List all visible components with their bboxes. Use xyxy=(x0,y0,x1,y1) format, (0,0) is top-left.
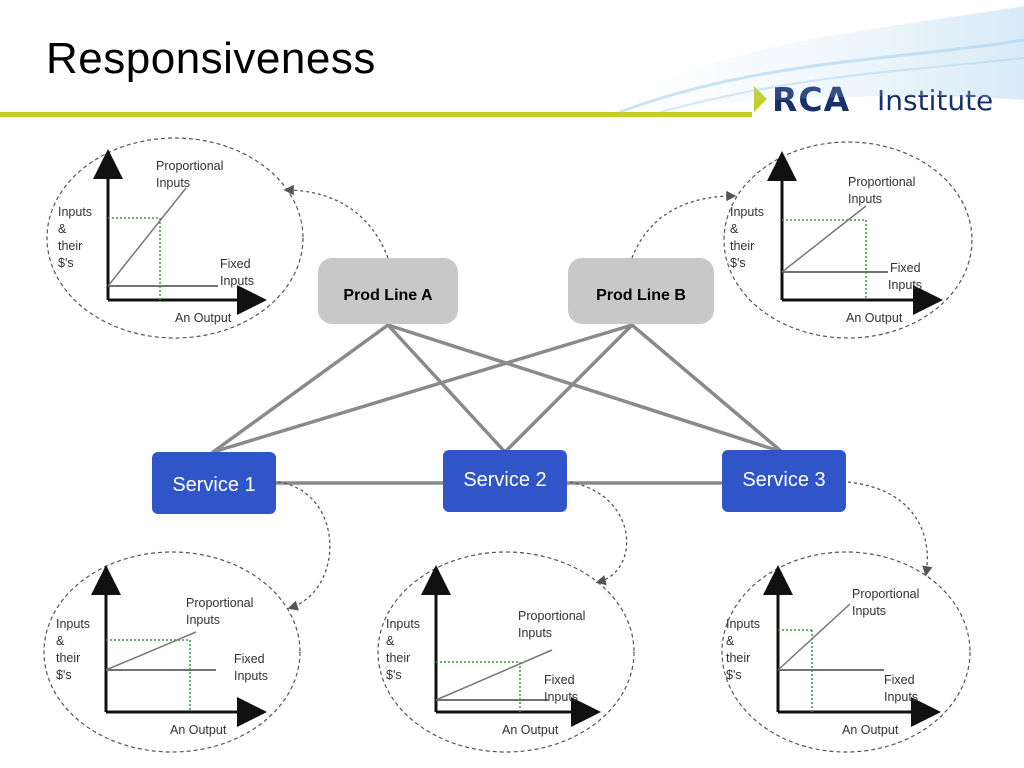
link-a-s3 xyxy=(386,323,784,454)
service-1: Service 1 xyxy=(152,452,276,514)
x-axis-label: An Output xyxy=(842,723,899,737)
y-axis-label-3: their xyxy=(386,651,410,665)
proportional-label-2: Inputs xyxy=(852,604,886,618)
y-axis-label-1: Inputs xyxy=(56,617,90,631)
callout-arrows xyxy=(277,184,933,611)
y-axis-label-2: & xyxy=(386,634,395,648)
title-underline xyxy=(0,112,752,117)
fixed-label-2: Inputs xyxy=(884,690,918,704)
y-axis-label-4: $'s xyxy=(58,256,74,270)
x-axis-label: An Output xyxy=(175,311,232,325)
y-axis-label-3: their xyxy=(730,239,754,253)
y-axis-label-2: & xyxy=(56,634,65,648)
y-axis-label-4: $'s xyxy=(730,256,746,270)
y-axis-label-2: & xyxy=(730,222,739,236)
arrow-prod-a xyxy=(283,184,389,259)
y-axis-label-4: $'s xyxy=(56,668,72,682)
service-2: Service 2 xyxy=(443,450,567,512)
fixed-label-2: Inputs xyxy=(888,278,922,292)
arrow-service-3 xyxy=(847,481,933,577)
proportional-label-2: Inputs xyxy=(156,176,190,190)
fixed-label-1: Fixed xyxy=(544,673,575,687)
link-b-s3 xyxy=(630,323,784,454)
cost-graph-bottom-middle: Inputs & their $'s Proportional Inputs F… xyxy=(377,551,635,753)
fixed-label-1: Fixed xyxy=(884,673,915,687)
fixed-label-1: Fixed xyxy=(890,261,921,275)
service-2-label: Service 2 xyxy=(463,469,546,491)
service-3: Service 3 xyxy=(722,450,846,512)
service-1-label: Service 1 xyxy=(172,474,255,496)
proportional-label-1: Proportional xyxy=(186,596,253,610)
proportional-label-1: Proportional xyxy=(518,609,585,623)
y-axis-label-2: & xyxy=(58,222,67,236)
y-axis-label-4: $'s xyxy=(386,668,402,682)
cost-graph-top-right: Inputs & their $'s Proportional Inputs F… xyxy=(723,141,973,339)
connector-lines xyxy=(211,323,784,485)
fixed-label-1: Fixed xyxy=(220,257,251,271)
prod-line-b: Prod Line B xyxy=(568,258,714,324)
y-axis-label-1: Inputs xyxy=(730,205,764,219)
y-axis-label-2: & xyxy=(726,634,735,648)
x-axis-label: An Output xyxy=(846,311,903,325)
arrow-service-1 xyxy=(277,481,331,611)
proportional-label-1: Proportional xyxy=(156,159,223,173)
fixed-label-2: Inputs xyxy=(544,690,578,704)
link-a-s2 xyxy=(386,323,507,454)
link-b-s1 xyxy=(211,323,634,454)
prod-line-a-label: Prod Line A xyxy=(343,287,433,304)
header-swoosh xyxy=(600,6,1024,114)
proportional-label-2: Inputs xyxy=(518,626,552,640)
y-axis-label-1: Inputs xyxy=(386,617,420,631)
proportional-label-2: Inputs xyxy=(186,613,220,627)
link-b-s2 xyxy=(503,323,634,454)
prod-line-a: Prod Line A xyxy=(318,258,458,324)
cost-graph-top-left: Inputs & their $'s Proportional Inputs F… xyxy=(46,137,304,339)
y-axis-label-3: their xyxy=(56,651,80,665)
x-axis-label: An Output xyxy=(502,723,559,737)
y-axis-label-3: their xyxy=(726,651,750,665)
link-a-s1 xyxy=(211,323,390,454)
arrow-prod-b xyxy=(631,190,737,259)
proportional-label-1: Proportional xyxy=(852,587,919,601)
y-axis-label-1: Inputs xyxy=(58,205,92,219)
proportional-label-1: Proportional xyxy=(848,175,915,189)
fixed-label-1: Fixed xyxy=(234,652,265,666)
page-title: Responsiveness xyxy=(46,34,376,83)
y-axis-label-3: their xyxy=(58,239,82,253)
proportional-label-2: Inputs xyxy=(848,192,882,206)
prod-line-b-label: Prod Line B xyxy=(596,287,686,304)
arrow-service-2 xyxy=(569,481,628,586)
x-axis-label: An Output xyxy=(170,723,227,737)
service-3-label: Service 3 xyxy=(742,469,825,491)
cost-graph-bottom-right: Inputs & their $'s Proportional Inputs F… xyxy=(721,551,971,753)
fixed-label-2: Inputs xyxy=(234,669,268,683)
y-axis-label-4: $'s xyxy=(726,668,742,682)
cost-graph-bottom-left: Inputs & their $'s Proportional Inputs F… xyxy=(43,551,301,753)
fixed-label-2: Inputs xyxy=(220,274,254,288)
y-axis-label-1: Inputs xyxy=(726,617,760,631)
